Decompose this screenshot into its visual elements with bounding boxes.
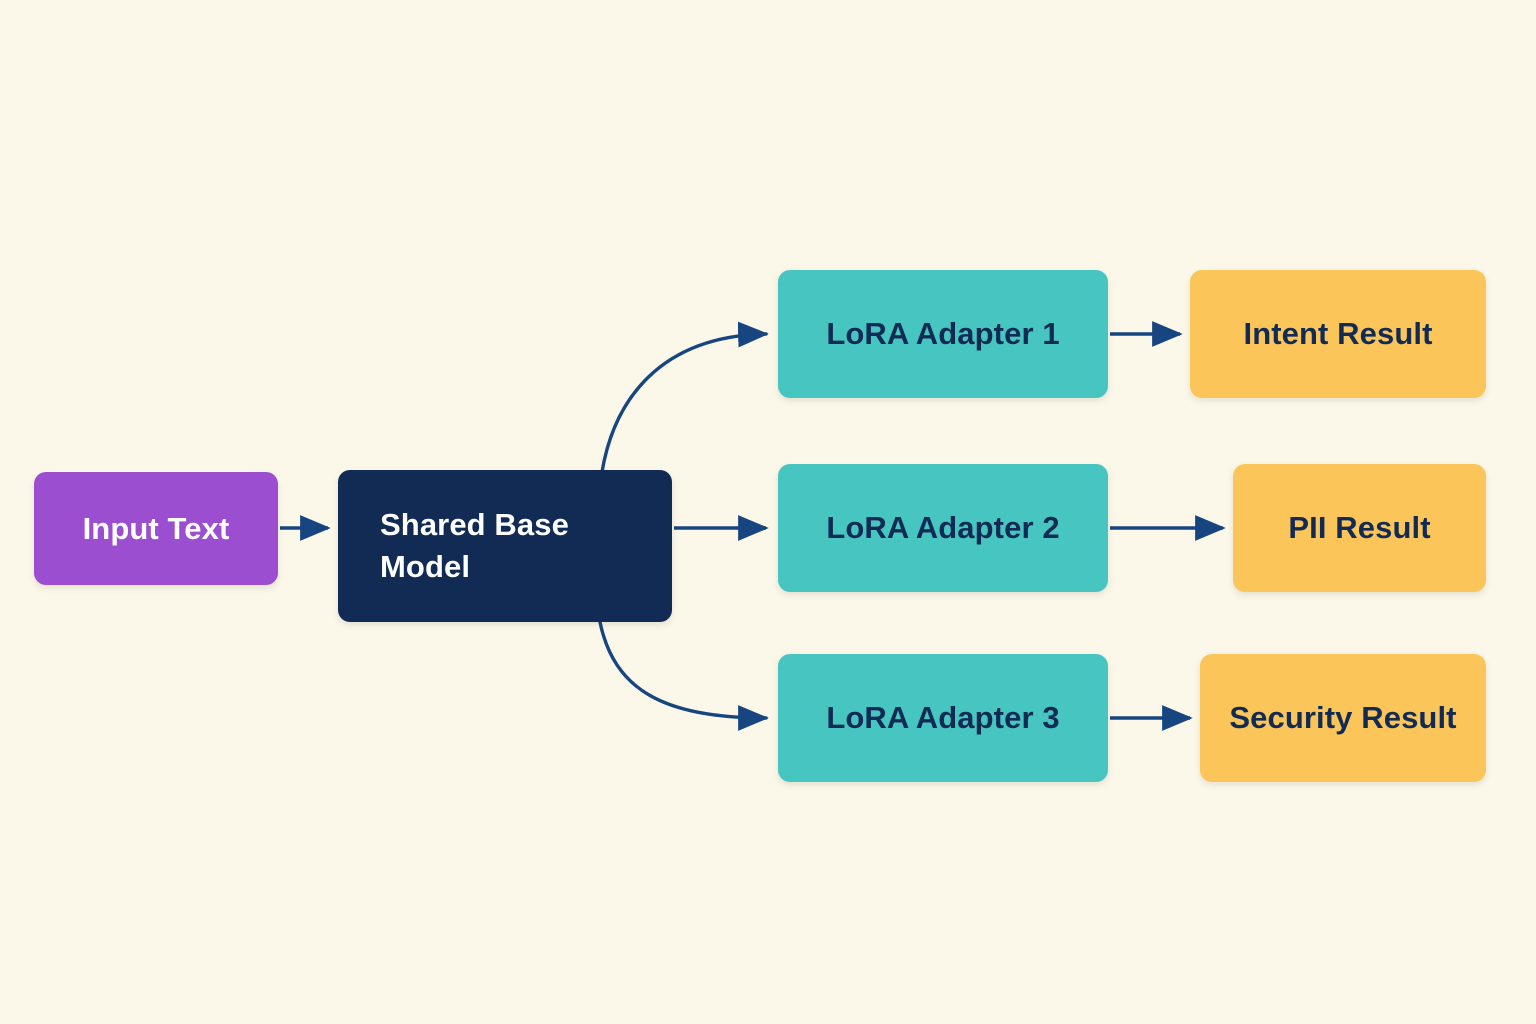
edge-base-to-adapter-1 — [600, 321, 769, 474]
node-pii-result[interactable]: PII Result — [1233, 464, 1486, 592]
node-intent-result[interactable]: Intent Result — [1190, 270, 1486, 398]
node-lora-adapter-3-label: LoRA Adapter 3 — [826, 700, 1060, 736]
node-lora-adapter-3[interactable]: LoRA Adapter 3 — [778, 654, 1108, 782]
node-pii-result-label: PII Result — [1288, 510, 1431, 546]
node-lora-adapter-1-label: LoRA Adapter 1 — [826, 316, 1060, 352]
node-security-result-label: Security Result — [1229, 700, 1457, 736]
node-security-result[interactable]: Security Result — [1200, 654, 1486, 782]
node-shared-base-model[interactable]: Shared Base Model — [338, 470, 672, 622]
node-input-text[interactable]: Input Text — [34, 472, 278, 585]
node-input-text-label: Input Text — [82, 510, 230, 546]
node-lora-adapter-2-label: LoRA Adapter 2 — [826, 510, 1060, 546]
node-shared-base-model-label: Shared Base Model — [380, 507, 569, 584]
node-lora-adapter-2[interactable]: LoRA Adapter 2 — [778, 464, 1108, 592]
node-lora-adapter-1[interactable]: LoRA Adapter 1 — [778, 270, 1108, 398]
node-intent-result-label: Intent Result — [1243, 316, 1433, 352]
edge-base-to-adapter-3 — [598, 620, 769, 731]
